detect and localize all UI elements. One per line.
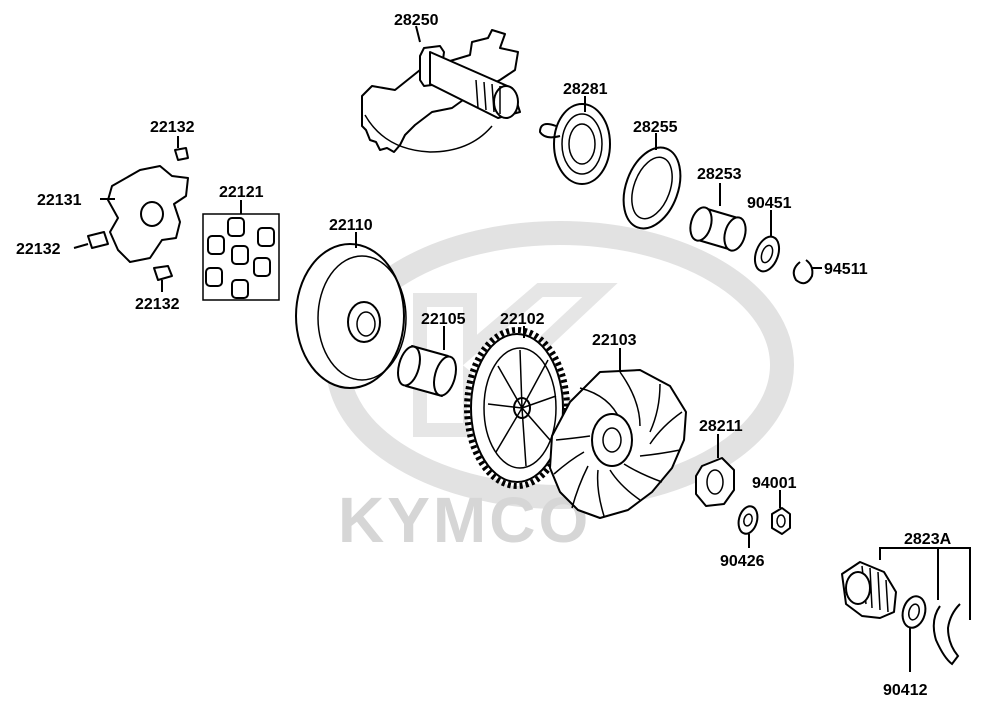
part-number-22102[interactable]: 22102 [500,311,545,328]
part-number-94511[interactable]: 94511 [824,261,868,278]
weight-roller-set-part[interactable] [202,213,280,301]
slider-piece-top[interactable] [174,147,189,161]
part-number-28211[interactable]: 28211 [699,418,743,435]
slider-piece-left[interactable] [87,231,109,249]
ramp-plate-part[interactable] [107,165,189,263]
starter-ratchet-part[interactable] [695,457,735,507]
watermark-brand: KYMCO [338,484,591,556]
part-number-22105[interactable]: 22105 [421,311,466,328]
nut-part[interactable] [771,507,791,535]
part-number-22131[interactable]: 22131 [37,192,82,209]
fan-part[interactable] [549,369,687,519]
part-number-2823A[interactable]: 2823A [904,531,952,548]
kick-starter-spindle-part[interactable] [361,29,521,153]
part-number-90426[interactable]: 90426 [720,553,765,570]
leader-28250 [415,25,421,43]
part-number-22121[interactable]: 22121 [219,184,264,201]
part-number-90412[interactable]: 90412 [883,682,928,699]
part-number-22103[interactable]: 22103 [592,332,637,349]
part-number-28281[interactable]: 28281 [563,81,608,98]
washer-90426-part[interactable] [736,504,761,536]
part-number-28255[interactable]: 28255 [633,119,678,136]
part-number-94001[interactable]: 94001 [752,475,797,492]
part-number-28250[interactable]: 28250 [394,12,439,29]
kick-plate-part[interactable] [613,140,691,237]
part-number-22132-top[interactable]: 22132 [150,119,195,136]
part-number-22132-left[interactable]: 22132 [16,241,61,258]
bushing-part[interactable] [687,205,749,253]
starter-pinion-part[interactable] [841,561,897,619]
slider-piece-bottom[interactable] [153,265,173,281]
starter-gear-drive-face-part[interactable] [464,327,570,489]
washer-90451-part[interactable] [751,233,784,274]
leader-2823A [879,547,971,620]
leader-22132-left [73,243,89,249]
kick-spring-part[interactable] [538,103,611,185]
pinion-washer-part[interactable] [899,594,929,631]
pinion-clip-part[interactable] [932,603,961,666]
part-number-28253[interactable]: 28253 [697,166,742,183]
circlip-part[interactable] [792,259,814,285]
part-number-90451[interactable]: 90451 [747,195,792,212]
kymco-watermark: KYMCO [326,221,794,556]
part-number-22110[interactable]: 22110 [329,217,373,234]
drive-collar-part[interactable] [394,344,460,398]
part-number-22132-bottom[interactable]: 22132 [135,296,180,313]
movable-drive-face-part[interactable] [295,243,407,389]
